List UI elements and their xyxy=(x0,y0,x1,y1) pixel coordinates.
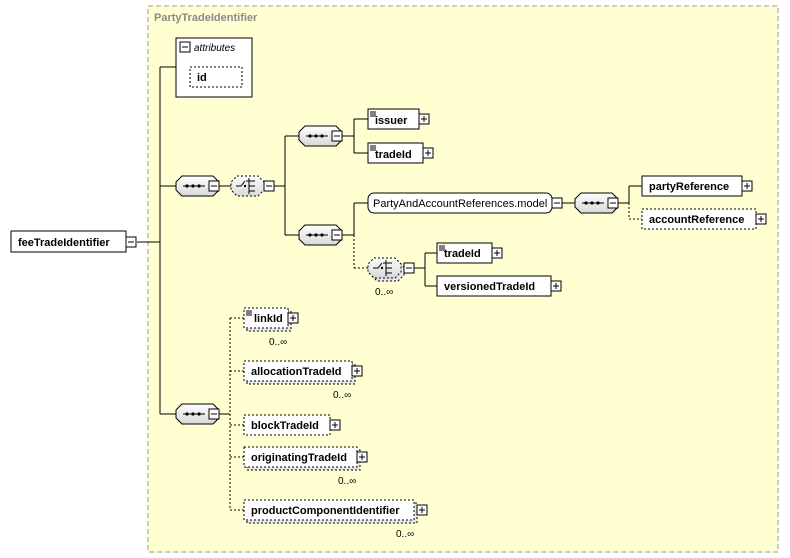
element-originating-trade-id[interactable]: originatingTradeId 0..∞ xyxy=(243,446,368,487)
attributes-box: attributes id xyxy=(175,37,253,98)
element-versioned-trade-id[interactable]: versionedTradeId xyxy=(436,275,562,297)
group-title: PartyTradeIdentifier xyxy=(154,12,258,24)
sequence-compositor-3[interactable] xyxy=(298,224,343,246)
element-label: partyReference xyxy=(649,181,729,193)
occurrence-label: 0..∞ xyxy=(396,529,414,540)
element-product-component-identifier[interactable]: productComponentIdentifier 0..∞ xyxy=(243,499,428,540)
element-block-trade-id[interactable]: blockTradeId xyxy=(243,414,341,436)
expand-icon[interactable] xyxy=(287,312,299,324)
collapse-icon[interactable] xyxy=(551,197,563,209)
occurrence-label: 0..∞ xyxy=(269,337,287,348)
expand-icon[interactable] xyxy=(422,147,434,159)
element-allocation-trade-id[interactable]: allocationTradeId 0..∞ xyxy=(243,360,363,401)
sequence-compositor-2[interactable] xyxy=(298,125,343,147)
element-label: versionedTradeId xyxy=(444,281,535,293)
expand-icon[interactable] xyxy=(418,113,430,125)
collapse-icon[interactable] xyxy=(331,229,343,241)
sequence-compositor-5[interactable] xyxy=(175,403,220,425)
element-label: accountReference xyxy=(649,214,744,226)
collapse-icon[interactable] xyxy=(208,408,220,420)
element-label: linkId xyxy=(254,313,283,325)
element-link-id[interactable]: linkId 0..∞ xyxy=(243,307,299,348)
element-label: issuer xyxy=(375,115,408,127)
element-label: productComponentIdentifier xyxy=(251,505,400,517)
expand-icon[interactable] xyxy=(416,504,428,516)
attributes-collapse-icon[interactable] xyxy=(179,41,191,53)
collapse-icon[interactable] xyxy=(403,262,415,274)
root-element-fee-trade-identifier[interactable]: feeTradeIdentifier xyxy=(10,230,137,253)
element-issuer[interactable]: issuer xyxy=(367,108,430,130)
collapse-icon[interactable] xyxy=(125,236,137,248)
choice-compositor-2[interactable]: 0..∞ xyxy=(367,257,415,298)
sequence-compositor-4[interactable] xyxy=(574,192,619,214)
element-trade-id[interactable]: tradeId xyxy=(367,142,434,164)
element-account-reference[interactable]: accountReference xyxy=(641,208,767,230)
occurrence-label: 0..∞ xyxy=(333,390,351,401)
root-label: feeTradeIdentifier xyxy=(18,237,110,249)
attribute-id-box[interactable] xyxy=(189,66,243,88)
sequence-compositor-1[interactable] xyxy=(175,175,220,197)
expand-icon[interactable] xyxy=(755,213,767,225)
element-label: tradeId xyxy=(444,248,481,260)
element-label: blockTradeId xyxy=(251,420,319,432)
collapse-icon[interactable] xyxy=(208,180,220,192)
collapse-icon[interactable] xyxy=(607,197,619,209)
element-label: allocationTradeId xyxy=(251,366,341,378)
connector-lines xyxy=(137,66,642,511)
element-label: originatingTradeId xyxy=(251,452,347,464)
expand-icon[interactable] xyxy=(351,365,363,377)
attributes-header: attributes xyxy=(194,43,235,54)
element-label: tradeId xyxy=(375,149,412,161)
element-trade-id[interactable]: tradeId xyxy=(436,242,503,264)
group-party-and-account-references[interactable]: PartyAndAccountReferences.model xyxy=(367,192,563,214)
expand-icon[interactable] xyxy=(491,247,503,259)
expand-icon[interactable] xyxy=(329,419,341,431)
choice-compositor-1[interactable] xyxy=(230,175,275,197)
expand-icon[interactable] xyxy=(356,451,368,463)
collapse-icon[interactable] xyxy=(263,180,275,192)
expand-icon[interactable] xyxy=(741,180,753,192)
occurrence-label: 0..∞ xyxy=(375,287,393,298)
attribute-id: id xyxy=(197,72,207,84)
expand-icon[interactable] xyxy=(550,280,562,292)
occurrence-label: 0..∞ xyxy=(338,476,356,487)
group-label: PartyAndAccountReferences.model xyxy=(373,198,547,210)
collapse-icon[interactable] xyxy=(331,130,343,142)
element-party-reference[interactable]: partyReference xyxy=(641,175,753,197)
